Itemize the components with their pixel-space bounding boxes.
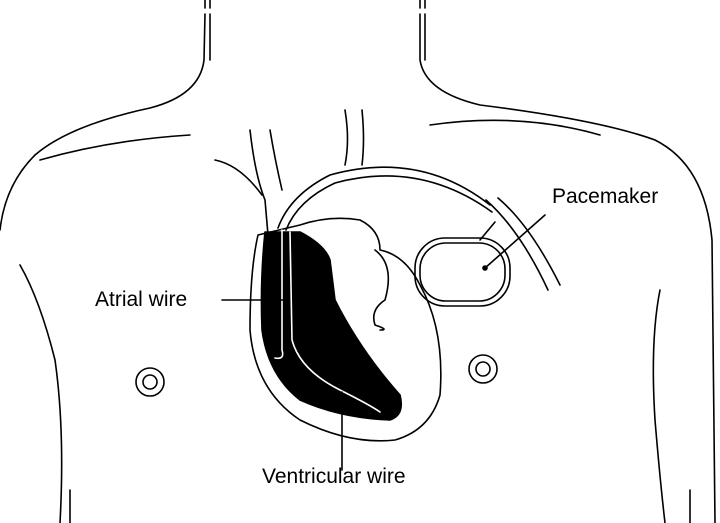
nipple-left xyxy=(135,367,165,397)
heart-chambers xyxy=(260,231,403,421)
heart-outline xyxy=(249,217,442,442)
pacemaker-device xyxy=(414,237,511,307)
pacemaker-leader xyxy=(484,214,546,269)
nipple-right xyxy=(468,354,498,384)
pacemaker-label: Pacemaker xyxy=(552,185,659,208)
ventricular-wire-label: Ventricular wire xyxy=(262,465,406,488)
atrial-wire-label: Atrial wire xyxy=(95,288,188,311)
atrium-outline xyxy=(372,249,390,331)
great-vessels xyxy=(214,109,365,236)
